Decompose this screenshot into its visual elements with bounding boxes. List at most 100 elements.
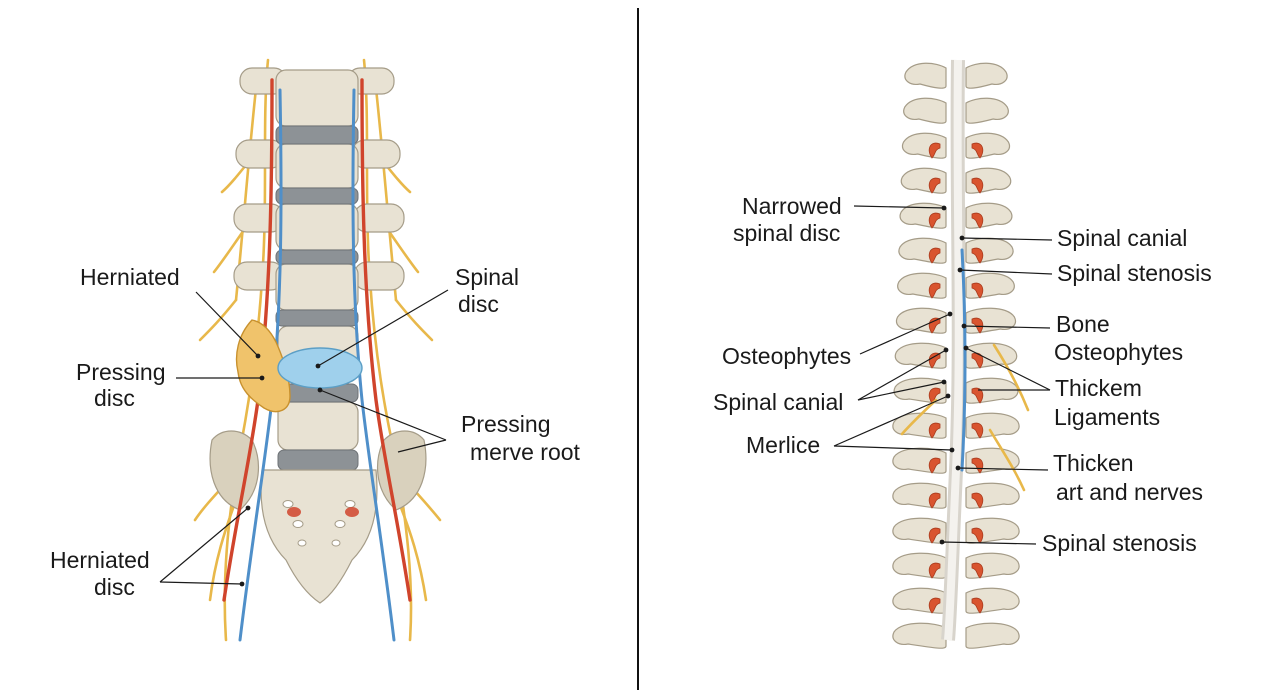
vertebra-process <box>892 622 947 649</box>
right-labels: Narrowed spinal disc Spinal canial Spina… <box>713 193 1212 556</box>
label-spinal-canial-left: Spinal canial <box>713 389 843 415</box>
label-osteophytes: Osteophytes <box>722 343 851 369</box>
leader-dot <box>259 375 265 381</box>
leader-herniated <box>195 291 259 357</box>
osteophyte-mark <box>971 457 984 474</box>
osteophyte-mark <box>928 352 941 369</box>
leader-dot <box>255 353 261 359</box>
label-merlice: Merlice <box>746 432 820 458</box>
vertebra-process <box>965 97 1009 124</box>
leader-spinal-stenosis-bottom <box>941 541 1037 545</box>
label-spinal-canial-top: Spinal canial <box>1057 225 1187 251</box>
leader-dot <box>245 505 251 511</box>
osteophyte-mark <box>971 212 984 229</box>
label-spinal-stenosis-bottom: Spinal stenosis <box>1042 530 1197 556</box>
leader-spinal-stenosis-top <box>959 269 1053 275</box>
osteophyte-mark <box>928 247 941 264</box>
leader-dot <box>941 379 947 385</box>
left-labels: Herniated Spinal disc Pressing disc Pres… <box>50 264 581 600</box>
osteophyte-mark <box>928 597 941 614</box>
label-spinal-disc-1: Spinal <box>455 264 519 290</box>
leader-dot <box>945 393 951 399</box>
leader-dot <box>963 345 969 351</box>
label-narrowed-1: Narrowed <box>742 193 842 219</box>
leader-herniated-disc-b <box>159 581 243 585</box>
herniated-disc-bulge <box>235 319 291 413</box>
leader-thickem-a <box>965 347 1051 391</box>
leader-dot <box>961 323 967 329</box>
label-thickem-1: Thickem <box>1055 375 1142 401</box>
leader-dot <box>957 267 963 273</box>
leader-dot <box>315 363 321 369</box>
osteophyte-mark <box>928 527 941 544</box>
osteophyte-mark <box>928 457 941 474</box>
lumbar-spine-illustration <box>193 58 442 642</box>
right-osteophytes <box>928 142 984 614</box>
leader-dot <box>947 311 953 317</box>
vertebra-process <box>965 62 1008 89</box>
spinal-disc-highlight <box>277 347 363 389</box>
label-herniated-disc-2: disc <box>94 574 135 600</box>
vertebra-process <box>903 97 947 124</box>
label-spinal-stenosis-top: Spinal stenosis <box>1057 260 1212 286</box>
leader-dot <box>239 581 245 587</box>
osteophyte-mark <box>928 562 941 579</box>
leader-thicken <box>957 467 1049 471</box>
leader-dot <box>941 205 947 211</box>
osteophyte-mark <box>971 282 984 299</box>
osteophyte-mark <box>971 177 984 194</box>
label-bone-osteo-1: Bone <box>1056 311 1110 337</box>
right-yellow-nerve-c <box>900 398 938 436</box>
osteophyte-mark <box>971 142 984 159</box>
osteophyte-mark <box>971 352 984 369</box>
leader-spinal-disc <box>317 289 449 367</box>
leader-dot <box>939 539 945 545</box>
thoracic-spine-illustration <box>892 59 1030 649</box>
leader-herniated-disc-a <box>159 507 249 583</box>
leader-osteophytes <box>859 313 951 355</box>
right-yellow-nerve-b <box>988 428 1026 492</box>
osteophyte-mark <box>928 177 941 194</box>
osteophyte-mark <box>928 142 941 159</box>
label-bone-osteo-2: Osteophytes <box>1054 339 1183 365</box>
lumbar-discs <box>275 125 359 471</box>
osteophyte-mark <box>928 212 941 229</box>
leader-spinal-canial-left-b <box>857 381 945 401</box>
right-yellow-nerve-a <box>992 343 1030 412</box>
leader-dot <box>949 447 955 453</box>
leader-dot <box>959 235 965 241</box>
label-pressing-disc-2: disc <box>94 385 135 411</box>
label-herniated-disc-1: Herniated <box>50 547 150 573</box>
label-spinal-disc-2: disc <box>458 291 499 317</box>
osteophyte-mark <box>971 422 984 439</box>
leader-dot <box>955 465 961 471</box>
vertebra-process <box>904 62 947 89</box>
label-pressing-nerve-2: merve root <box>470 439 581 465</box>
label-pressing-disc-1: Pressing <box>76 359 165 385</box>
spinal-cord-inner <box>944 59 963 641</box>
osteophyte-mark <box>928 492 941 509</box>
osteophyte-mark <box>971 562 984 579</box>
osteophyte-mark <box>971 387 984 404</box>
label-thickem-2: Ligaments <box>1054 404 1160 430</box>
label-herniated: Herniated <box>80 264 180 290</box>
osteophyte-mark <box>928 282 941 299</box>
osteophyte-mark <box>971 492 984 509</box>
osteophyte-mark <box>971 247 984 264</box>
leader-spinal-canial-top <box>961 237 1053 241</box>
leader-merlice-a <box>833 395 949 447</box>
label-thicken-1: Thicken <box>1053 450 1134 476</box>
osteophyte-mark <box>928 422 941 439</box>
osteophyte-mark <box>971 317 984 334</box>
leader-spinal-canial-left-a <box>857 349 947 401</box>
label-pressing-nerve-1: Pressing <box>461 411 550 437</box>
leader-bone-osteo <box>963 325 1051 329</box>
label-thicken-2: art and nerves <box>1056 479 1203 505</box>
leader-merlice-b <box>833 445 953 451</box>
osteophyte-mark <box>971 597 984 614</box>
leader-pressing-nerve-b <box>397 439 447 453</box>
right-blue-nerve <box>960 248 967 472</box>
label-narrowed-2: spinal disc <box>733 220 840 246</box>
leader-pressing-nerve-a <box>319 389 447 441</box>
